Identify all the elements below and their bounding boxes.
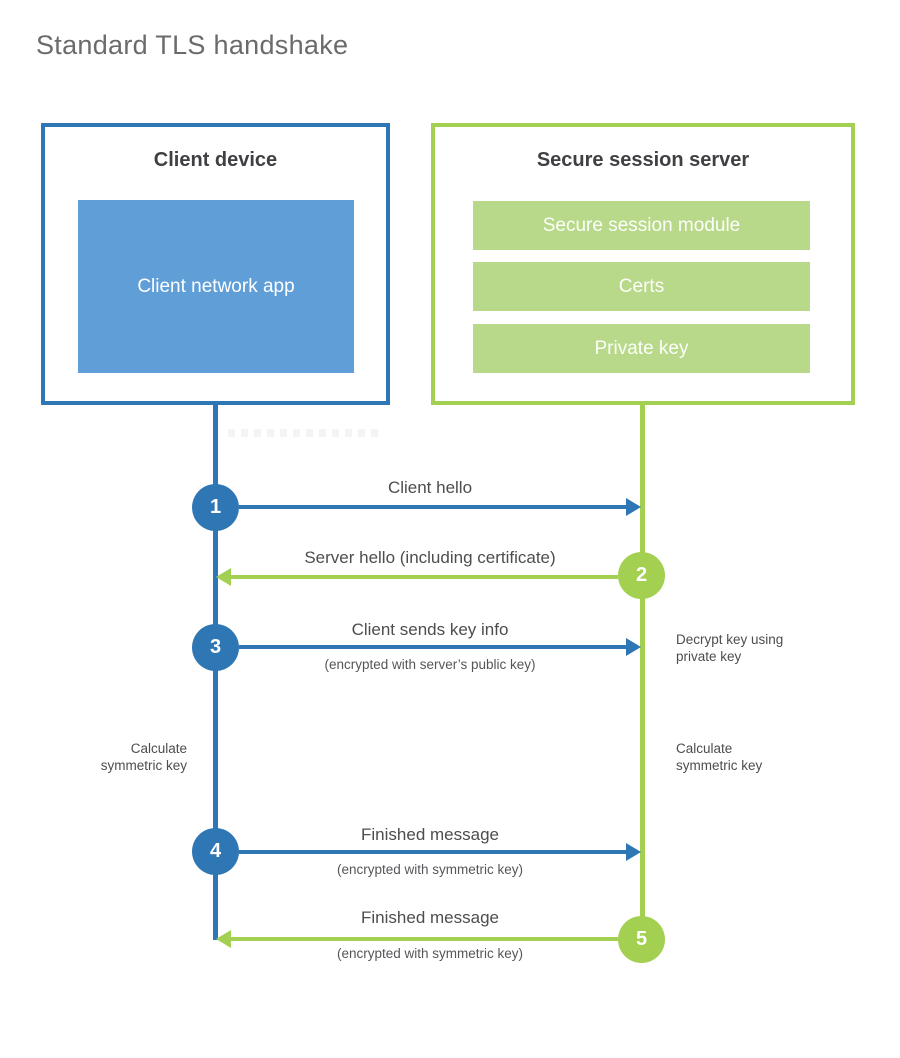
- server-title: Secure session server: [536, 149, 750, 171]
- step-3-badge: 3: [192, 624, 239, 671]
- step-1-badge: 1: [192, 484, 239, 531]
- server-module-secure-session: Secure session module: [473, 201, 810, 250]
- secure-session-server-box: Secure session server Secure session mod…: [431, 123, 855, 405]
- step-5-badge: 5: [618, 916, 665, 963]
- step-1-label: Client hello: [387, 478, 473, 497]
- server-module-private-key: Private key: [473, 324, 810, 373]
- step-1-number: 1: [209, 496, 222, 518]
- step-3-sublabel: (encrypted with server’s public key): [324, 657, 536, 672]
- step-5-arrow-line: [230, 937, 618, 941]
- step-4-sublabel: (encrypted with symmetric key): [336, 862, 524, 877]
- page-title: Standard TLS handshake: [36, 30, 349, 60]
- step-4-label: Finished message: [361, 825, 499, 844]
- step-5-label: Finished message: [361, 908, 499, 927]
- server-module-certs: Certs: [473, 262, 810, 311]
- step-3-arrow-line: [239, 645, 626, 649]
- step-5-arrowhead-icon: [216, 930, 231, 948]
- step-3-number: 3: [209, 636, 222, 658]
- step-2-arrowhead-icon: [216, 568, 231, 586]
- step-4-arrow-line: [239, 850, 626, 854]
- client-lifeline: [213, 403, 218, 940]
- step-1-arrowhead-icon: [626, 498, 641, 516]
- step-2-arrow-line: [230, 575, 618, 579]
- server-lifeline: [640, 403, 645, 939]
- step-5-number: 5: [635, 928, 648, 950]
- step-2-number: 2: [635, 564, 648, 586]
- server-calculate-note: Calculate symmetric key: [676, 741, 763, 773]
- step-2-label: Server hello (including certificate): [304, 548, 556, 567]
- client-device-title: Client device: [153, 149, 278, 171]
- client-calculate-note: Calculate symmetric key: [100, 741, 187, 773]
- step-4-badge: 4: [192, 828, 239, 875]
- step-3-label: Client sends key info: [351, 620, 509, 639]
- step-5-sublabel: (encrypted with symmetric key): [336, 946, 524, 961]
- step-4-arrowhead-icon: [626, 843, 641, 861]
- decrypt-key-note: Decrypt key using private key: [676, 632, 784, 664]
- step-1-arrow-line: [239, 505, 626, 509]
- step-2-badge: 2: [618, 552, 665, 599]
- faint-dashes-artifact: [228, 429, 384, 437]
- client-network-app-block: Client network app: [78, 200, 354, 373]
- step-4-number: 4: [209, 840, 222, 862]
- client-device-box: Client device Client network app: [41, 123, 390, 405]
- step-3-arrowhead-icon: [626, 638, 641, 656]
